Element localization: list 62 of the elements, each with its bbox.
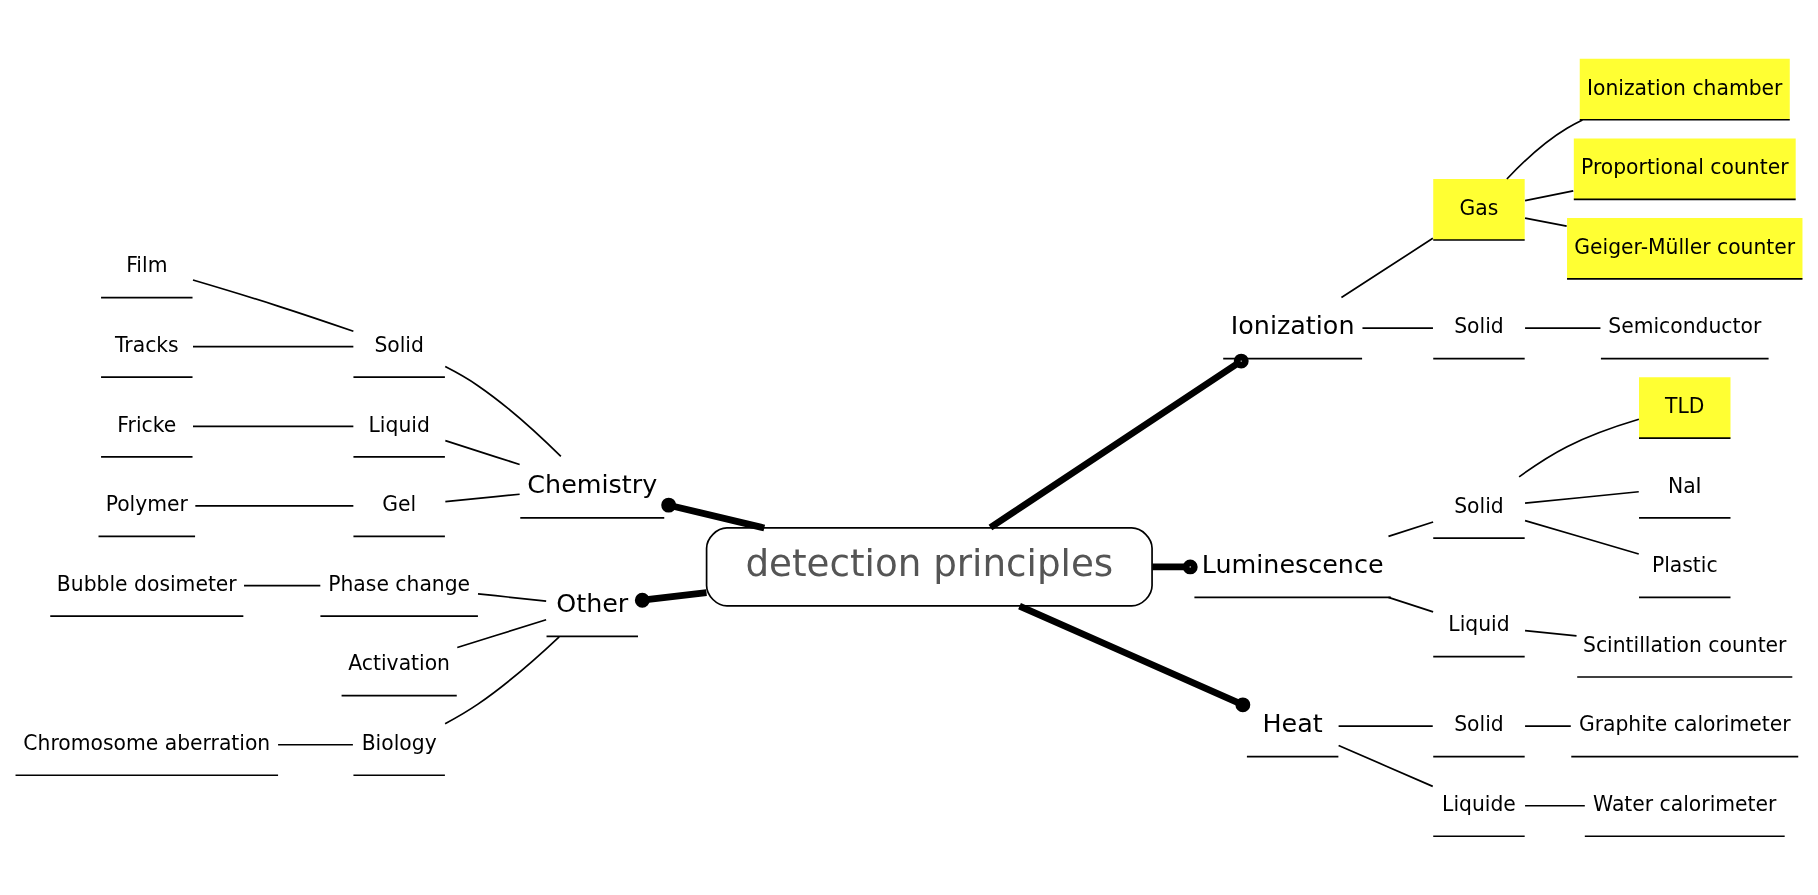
node-box: detection principles	[705, 527, 1153, 607]
node-text: Biology	[361, 731, 437, 756]
connector	[1524, 629, 1578, 637]
node-text: Ionization	[1230, 310, 1355, 341]
connector	[1337, 725, 1434, 727]
node-text: Liquid	[368, 412, 430, 437]
node-text: Activation	[348, 651, 451, 676]
connector	[1340, 237, 1434, 299]
node-text: Bubble dosimeter	[56, 571, 237, 596]
node-text: Liquide	[1442, 791, 1516, 816]
connector	[444, 493, 521, 503]
node-text: Heat	[1262, 708, 1323, 739]
connector	[1524, 519, 1640, 555]
connector	[634, 589, 707, 608]
connector	[444, 365, 562, 458]
node-text: Solid	[1454, 314, 1504, 339]
node-text: Phase change	[328, 571, 471, 596]
connector	[661, 497, 766, 532]
connector	[1524, 725, 1572, 727]
connector	[1524, 327, 1602, 329]
node-text: Solid	[1454, 712, 1504, 737]
connector	[477, 592, 547, 602]
connector	[192, 279, 355, 333]
connector	[192, 345, 355, 348]
node-text: Gel	[382, 492, 417, 517]
node-text: Solid	[1454, 493, 1504, 518]
connector	[444, 439, 521, 466]
connector	[1387, 596, 1434, 613]
node-text: Plastic	[1651, 553, 1718, 578]
node-text: Liquid	[1448, 612, 1510, 637]
connector	[1506, 119, 1584, 180]
node-text: Luminescence	[1201, 548, 1384, 579]
node-text: Scintillation counter	[1583, 632, 1787, 657]
node-text: Water calorimeter	[1593, 791, 1777, 816]
connector	[1337, 744, 1434, 788]
connector	[194, 505, 355, 507]
node-text: Polymer	[105, 492, 188, 517]
connector	[243, 584, 322, 587]
connector	[1524, 490, 1640, 504]
node-text: Chromosome aberration	[23, 731, 271, 756]
connector	[444, 635, 561, 725]
connector	[192, 425, 355, 428]
connector	[988, 353, 1249, 531]
node-text: Chemistry	[527, 469, 658, 500]
connector	[1152, 559, 1198, 575]
connector	[277, 743, 354, 746]
connector	[1387, 521, 1434, 538]
connector	[1524, 190, 1575, 202]
connector	[1524, 804, 1586, 807]
connector	[1518, 418, 1640, 478]
node-text: Semiconductor	[1608, 314, 1762, 339]
node-text: NaI	[1667, 473, 1702, 498]
connector	[456, 618, 547, 649]
connector	[1524, 217, 1568, 227]
connector	[1018, 602, 1251, 713]
node-text: Other	[556, 587, 629, 618]
node-text: Film	[126, 253, 168, 278]
node-text: Fricke	[117, 412, 177, 437]
node-text: Tracks	[114, 332, 179, 357]
node-text: Graphite calorimeter	[1578, 712, 1791, 737]
node-text: Solid	[374, 332, 424, 357]
connector	[1361, 327, 1434, 329]
